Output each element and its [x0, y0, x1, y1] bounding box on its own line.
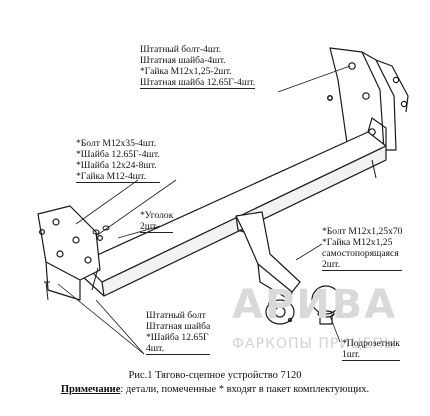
callout-line: Штатный болт-4шт.: [140, 44, 222, 55]
callout-line: *Уголок: [140, 210, 174, 221]
callout-line: самостопорящаяся: [322, 248, 399, 259]
callout-bottom: Штатный болт Штатная шайба *Шайба 12.65Г…: [146, 310, 211, 355]
watermark-brand: АРИВА: [232, 282, 398, 328]
callout-line: *Болт М12х35-4шт.: [76, 138, 157, 149]
leader-lines: [57, 65, 351, 355]
callout-line: *Шайба 12х24-8шт.: [76, 160, 157, 171]
tow-neck: [235, 211, 301, 301]
left-bracket: [37, 205, 103, 301]
callout-ball: *Подрозетник 1шт.: [342, 338, 400, 361]
watermark-subtitle: ФАРКОПЫ ПРИЦЕПЫ: [232, 336, 398, 352]
hardware-parts: [44, 95, 377, 301]
callout-left: *Болт М12х35-4шт. *Шайба 12.65Г-4шт. *Ша…: [76, 138, 160, 183]
callout-line: Штатный болт: [146, 310, 206, 321]
callout-line: *Гайка М12х1,25-2шт.: [140, 66, 232, 77]
note-text: : детали, помеченные * входят в пакет ко…: [120, 384, 370, 395]
callout-line: Штатная шайба: [146, 321, 211, 332]
callout-right: *Болт М12х1,25х70 *Гайка М12х1,25 самост…: [322, 226, 403, 271]
callout-line: 2шт.: [140, 221, 174, 233]
callout-top-right: Штатный болт-4шт. Штатная шайба-4шт. *Га…: [140, 44, 256, 89]
callout-line: *Шайба 12.65Г: [146, 332, 209, 343]
tow-ball: [311, 285, 341, 325]
callout-line: *Болт М12х1,25х70: [322, 226, 403, 237]
socket-plate: [265, 299, 295, 325]
figure-caption: Рис.1 Тягово-сцепное устройство 7120: [128, 370, 302, 381]
callout-bracket: *Уголок 2шт.: [140, 210, 174, 233]
callout-line: *Гайка М12-4шт.: [76, 171, 160, 183]
figure-note: Примечание: детали, помеченные * входят …: [0, 384, 430, 395]
callout-line: Штатная шайба 12.65Г-4шт.: [140, 77, 256, 89]
callout-line: *Гайка М12х1,25: [322, 237, 393, 248]
callout-line: *Подрозетник: [342, 338, 400, 349]
callout-line: 1шт.: [342, 349, 400, 361]
callout-line: 4шт.: [146, 343, 211, 355]
note-label: Примечание: [60, 384, 121, 395]
callout-line: *Шайба 12.65Г-4шт.: [76, 149, 160, 160]
callout-line: 2шт.: [322, 259, 403, 271]
callout-line: Штатная шайба-4шт.: [140, 55, 226, 66]
